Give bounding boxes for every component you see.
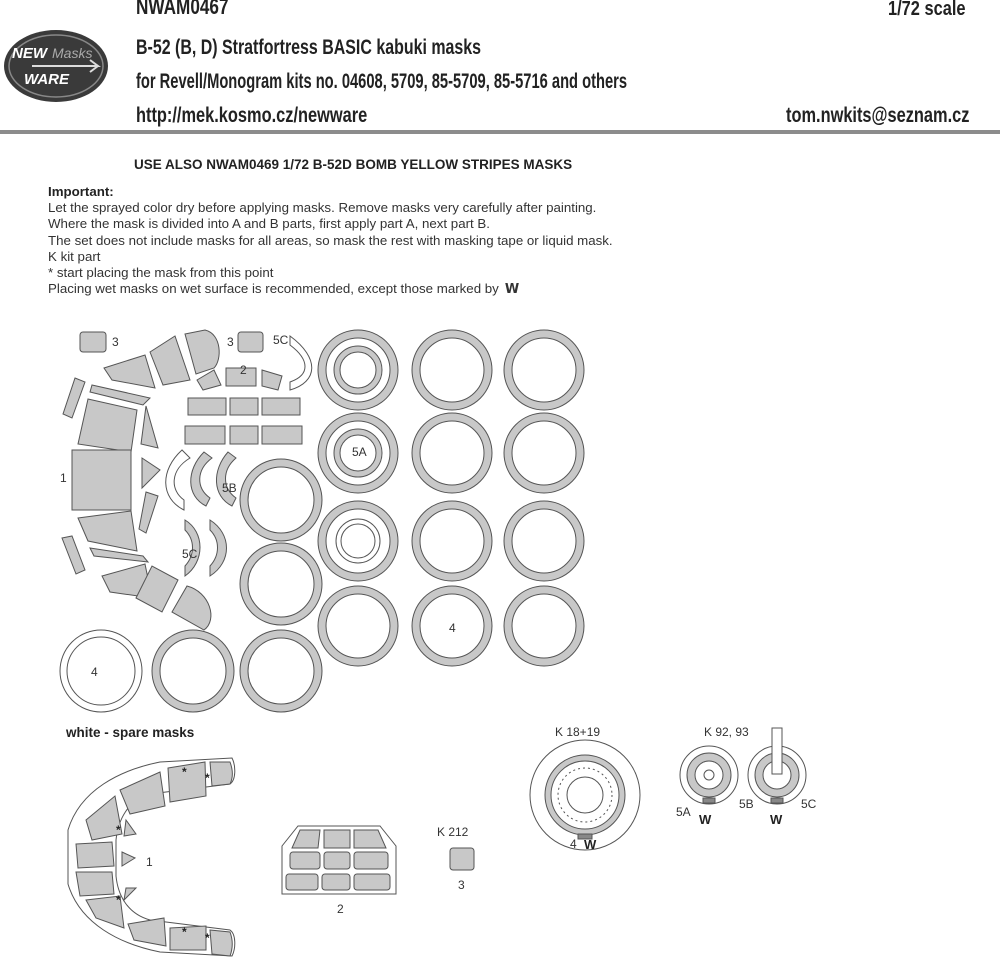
start-marker: *	[116, 823, 121, 837]
label-part4: 4	[91, 665, 98, 679]
label-part1: 1	[60, 471, 67, 485]
product-code: NWAM0467	[136, 0, 229, 19]
hub-5a-label: 5A	[676, 805, 691, 819]
hub-5c-label: 5C	[801, 797, 817, 811]
label-part2: 2	[240, 363, 247, 377]
k1819-label: K 18+19	[555, 725, 600, 739]
wheel-diagram: K 18+19 4 W	[529, 725, 641, 852]
instruction-line: Where the mask is divided into A and B p…	[48, 216, 490, 232]
header-divider	[0, 130, 1000, 134]
canopy-diagram: 1 * * * * * *	[67, 757, 236, 957]
cross-reference-note: USE ALSO NWAM0469 1/72 B-52D BOMB YELLOW…	[134, 157, 573, 172]
start-marker: *	[182, 765, 187, 779]
product-title: B-52 (B, D) Stratfortress BASIC kabuki m…	[136, 36, 482, 59]
kit-compatibility: for Revell/Monogram kits no. 04608, 5709…	[136, 70, 628, 93]
label-part5c: 5C	[182, 547, 198, 561]
part2-masks	[184, 331, 303, 445]
newware-logo: NEW Masks WARE	[4, 30, 108, 102]
instruction-line: Let the sprayed color dry before applyin…	[48, 200, 597, 216]
diagram-part2-label: 2	[337, 902, 344, 916]
hub-diagram: K 92, 93 5A 5B 5C W W	[676, 725, 817, 827]
instructions: Important: Let the sprayed color dry bef…	[48, 184, 613, 298]
instruction-line: * start placing the mask from this point	[48, 265, 274, 281]
wet-exception-mark: W	[504, 282, 520, 298]
instruction-line: The set does not include masks for all a…	[48, 232, 613, 248]
k212-label: K 212	[437, 825, 469, 839]
instruction-line: Placing wet masks on wet surface is reco…	[48, 281, 499, 297]
start-marker: *	[116, 893, 121, 907]
label-part5a: 5A	[352, 445, 367, 459]
part1-masks	[61, 329, 220, 631]
logo-new: NEW	[12, 45, 49, 62]
windscreen-diagram: 2	[281, 825, 397, 916]
spare-masks-note: white - spare masks	[66, 725, 195, 740]
k212-part: 3	[458, 878, 465, 892]
website-url: http://mek.kosmo.cz/newware	[136, 104, 368, 127]
label-part3: 3	[112, 335, 119, 349]
hub-wet-mark: W	[770, 812, 783, 827]
label-part4: 4	[449, 621, 456, 635]
k212-diagram: K 212 3	[437, 825, 475, 892]
scale-label: 1/72 scale	[888, 0, 966, 20]
label-part5c: 5C	[273, 333, 289, 347]
diagram-part1-label: 1	[146, 855, 153, 869]
label-part5b: 5B	[222, 481, 237, 495]
logo-ware: WARE	[24, 71, 70, 88]
start-marker: *	[205, 771, 210, 785]
wheel-part-label: 4	[570, 837, 577, 851]
crescent-masks	[165, 335, 313, 577]
email-address: tom.nwkits@seznam.cz	[786, 104, 970, 127]
instructions-heading: Important:	[48, 184, 114, 199]
label-part3: 3	[227, 335, 234, 349]
start-marker: *	[182, 925, 187, 939]
instruction-line: K kit part	[48, 248, 101, 264]
ring-masks	[59, 329, 585, 713]
k9293-label: K 92, 93	[704, 725, 749, 739]
logo-masks: Masks	[52, 45, 92, 61]
wheel-wet-mark: W	[584, 837, 597, 852]
hub-wet-mark: W	[699, 812, 712, 827]
start-marker: *	[205, 931, 210, 945]
hub-5b-label: 5B	[739, 797, 754, 811]
